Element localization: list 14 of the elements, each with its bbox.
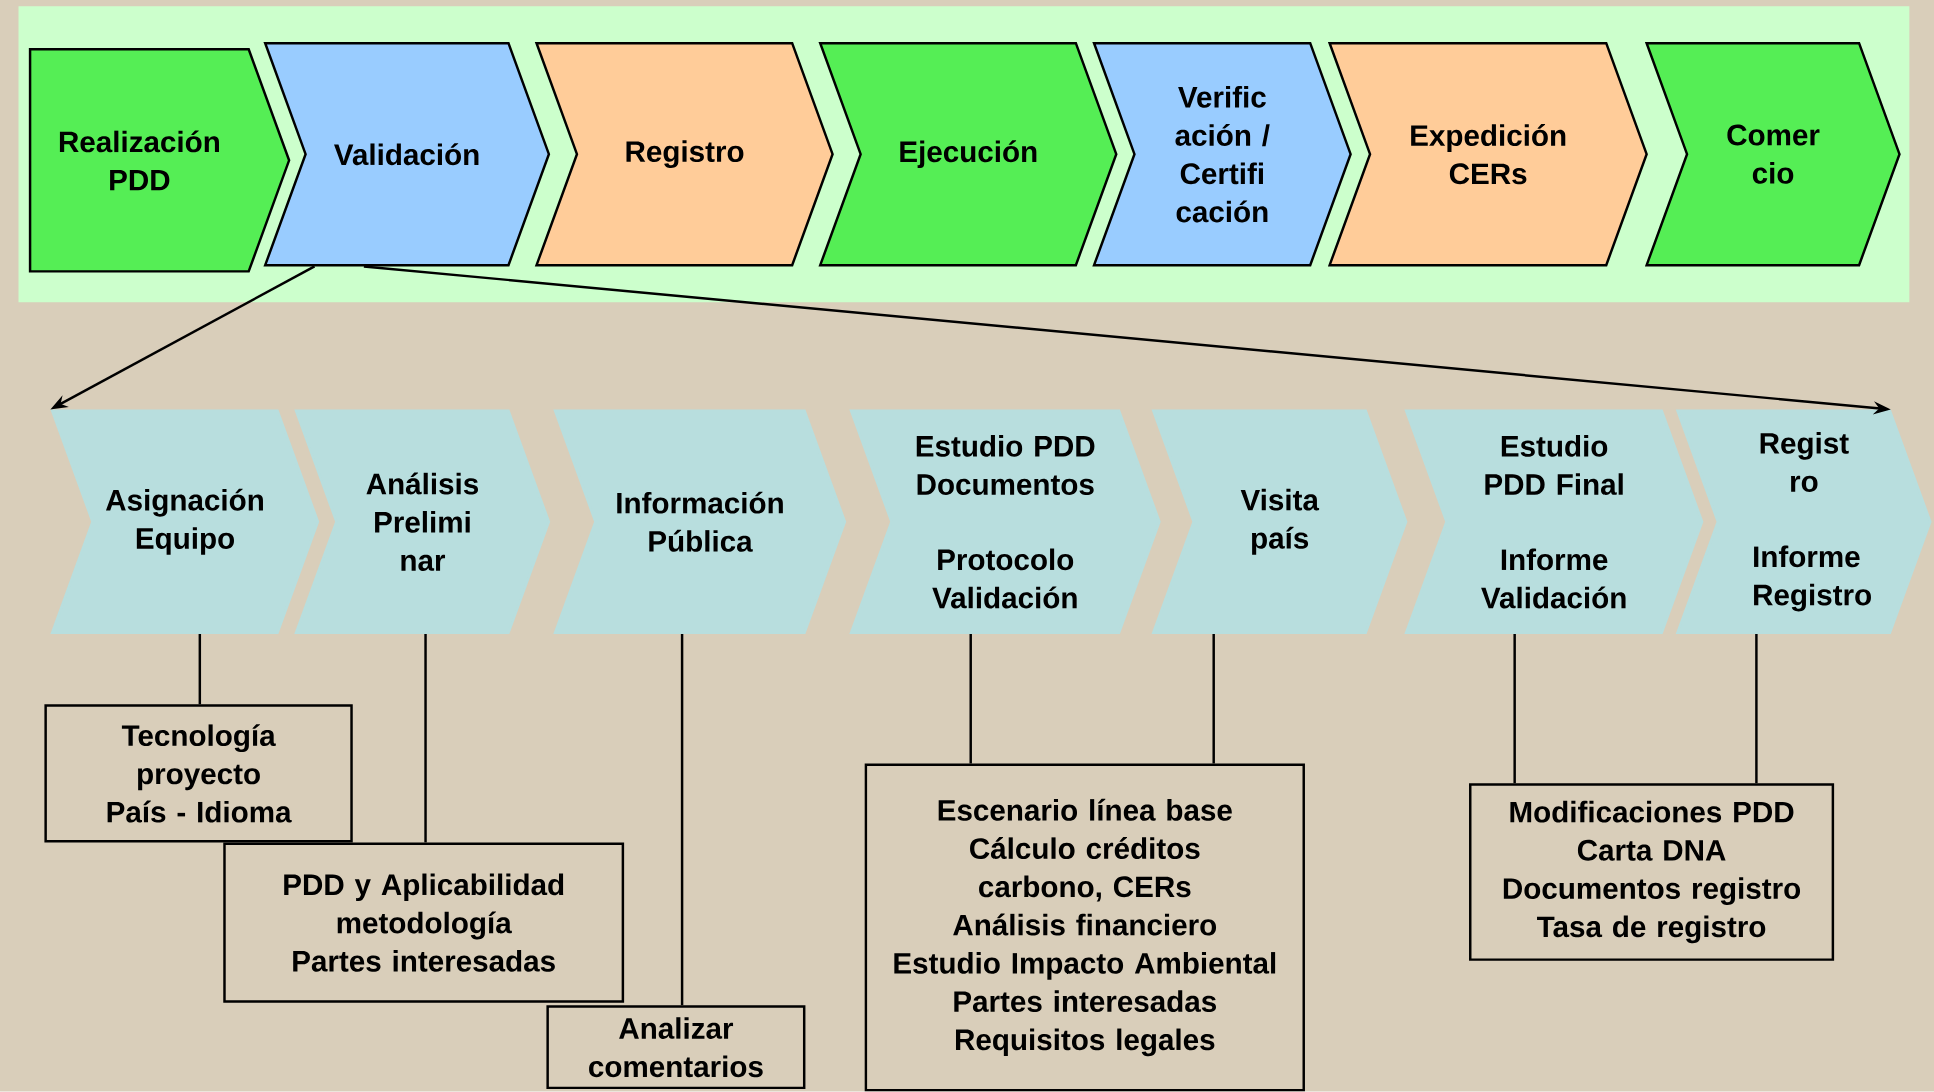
connector-line: [969, 634, 972, 764]
connector-line: [680, 634, 684, 1006]
connector-line: [1513, 634, 1516, 784]
connector-line: [424, 634, 427, 843]
text-box: Escenario línea base Cálculo créditos carbono, CERs Análisis financiero Estudio Impacto Ambiental Partes interesadas Requisitos legales: [864, 763, 1305, 1092]
connector-line: [1212, 634, 1215, 764]
node-label: Informe Registro: [1754, 545, 1871, 612]
connector-line: [1755, 634, 1758, 784]
text-box: Tecnología proyecto País - Idioma: [44, 704, 353, 843]
text-box: Modificaciones PDD Carta DNA Documentos registro Tasa de registro: [1469, 783, 1835, 962]
text-box: PDD y Aplicabilidad metodología Partes interesadas: [223, 842, 625, 1003]
node-label: Regist ro: [1760, 432, 1849, 493]
connector-line: [198, 634, 202, 705]
text-box: Analizar comentarios: [546, 1005, 806, 1090]
